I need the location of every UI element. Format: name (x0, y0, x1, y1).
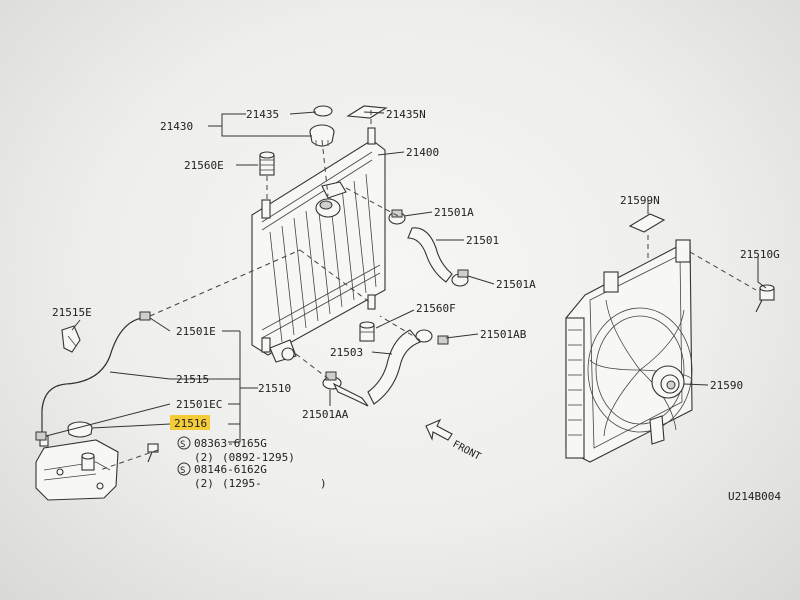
label-21560f: 21560F (416, 302, 456, 315)
label-21590: 21590 (710, 379, 743, 392)
diagram-code: U214B004 (728, 490, 781, 503)
bolt-spec-2: S 08146-6162G (2) (1295- ) (177, 462, 327, 490)
label-21501a-right: 21501A (496, 278, 536, 291)
label-21510g: 21510G (740, 248, 780, 261)
label-21501aa: 21501AA (302, 408, 349, 421)
spec-qty-1: (2) (194, 451, 214, 464)
front-arrow-icon (425, 418, 453, 441)
spec-symbol-1-text: S (180, 440, 185, 450)
radiator-cap (309, 124, 335, 147)
spec-symbol-1 (177, 436, 191, 450)
label-21560e: 21560E (184, 159, 224, 172)
clip-21515e (61, 325, 81, 353)
label-21501ab: 21501AB (480, 328, 527, 341)
assembly-lines (99, 110, 757, 471)
radiator (251, 127, 386, 363)
upper-hose (388, 209, 469, 287)
leader-lines (45, 111, 767, 443)
front-label: FRONT (451, 439, 483, 463)
label-21501ec: 21501EC (176, 398, 222, 411)
reservoir-bolt (147, 443, 159, 463)
front-indicator: FRONT (425, 418, 483, 463)
label-21501e: 21501E (176, 325, 216, 338)
spec-range-2-close: ) (320, 477, 327, 490)
lower-hose (322, 329, 449, 407)
bolt-spec-1: S 08363-6165G (2) (0892-1295) (177, 436, 295, 464)
label-21430: 21430 (160, 120, 193, 133)
spec-qty-2: (2) (194, 477, 214, 490)
shroud-bolt (755, 284, 775, 313)
spec-range-1: (0892-1295) (222, 451, 295, 464)
spec-part-2: 08146-6162G (194, 463, 267, 476)
label-21510: 21510 (258, 382, 291, 395)
reservoir-cap (67, 421, 93, 438)
label-21435n: 21435N (386, 108, 426, 121)
label-21435: 21435 (246, 108, 279, 121)
spec-range-2: (1295- (222, 477, 262, 490)
label-21501a-top: 21501A (434, 206, 474, 219)
shroud-label (628, 213, 666, 233)
label-21400: 21400 (406, 146, 439, 159)
mounting-rubber-lower (359, 321, 375, 342)
spec-part-1: 08363-6165G (194, 437, 267, 450)
label-21503: 21503 (330, 346, 363, 359)
highlight-marker (170, 415, 210, 430)
label-21501: 21501 (466, 234, 499, 247)
spec-symbol-2 (177, 462, 191, 476)
overflow-hose (41, 317, 143, 434)
label-21516: 21516 (174, 417, 207, 430)
label-21515: 21515 (176, 373, 209, 386)
mounting-rubber-upper (259, 151, 275, 176)
part-labels: 21430 21435 21435N 21400 21560E 21501A 2… (52, 108, 780, 430)
fan-shroud (565, 239, 693, 463)
reservoir-tank (35, 435, 119, 501)
label-21599n: 21599N (620, 194, 660, 207)
spec-symbol-2-text: S (180, 466, 185, 476)
label-21515e: 21515E (52, 306, 92, 319)
cap-seal (313, 105, 333, 117)
